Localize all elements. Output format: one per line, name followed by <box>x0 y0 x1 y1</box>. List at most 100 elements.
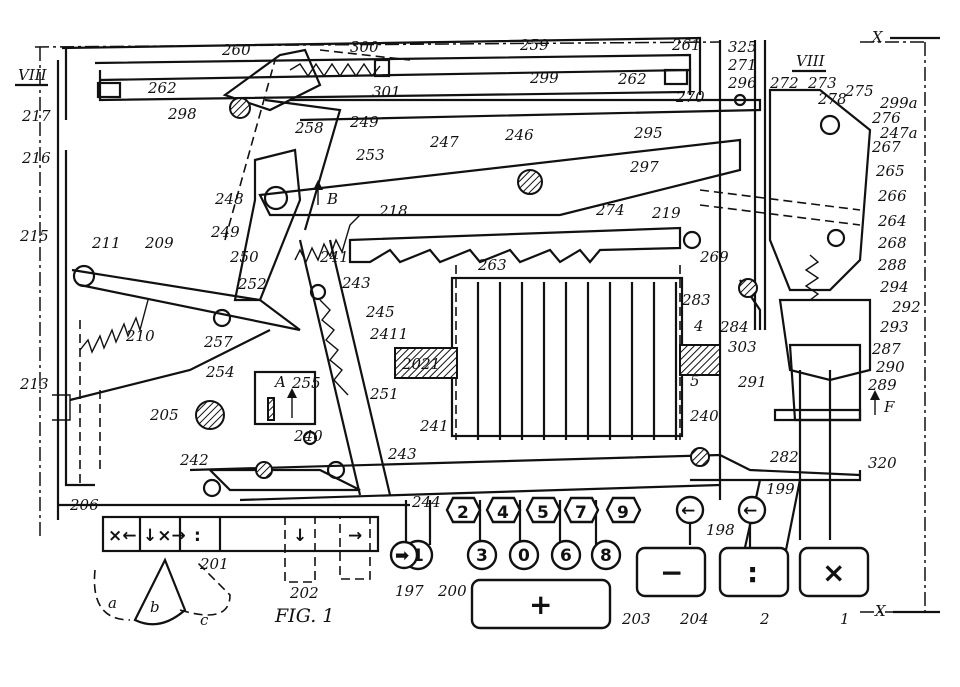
label-213: 213 <box>19 375 49 393</box>
label-4: 4 <box>693 317 704 335</box>
label-283: 283 <box>681 291 711 309</box>
key-8[interactable]: 8 <box>590 539 622 571</box>
label-297: 297 <box>629 158 659 176</box>
label-261: 261 <box>671 36 701 54</box>
label-241b: 241 <box>419 417 449 435</box>
label-255: 255 <box>291 374 321 392</box>
label-254: 254 <box>205 363 235 381</box>
label-262a: 262 <box>147 79 177 97</box>
label-271: 271 <box>727 56 757 74</box>
key-7[interactable]: 7 <box>563 496 600 524</box>
svg-text:7: 7 <box>575 503 587 523</box>
key-6[interactable]: 6 <box>550 539 582 571</box>
strip-cell-5[interactable]: → <box>348 526 362 546</box>
svg-text:←: ← <box>743 501 757 521</box>
key-arrow-left-198[interactable]: ← <box>675 495 705 525</box>
digit-wheel-stack-4 <box>394 265 721 440</box>
section-x-top: X <box>871 28 884 46</box>
label-198: 198 <box>706 521 735 539</box>
key-5[interactable]: 5 <box>525 496 562 524</box>
pivots <box>72 93 846 498</box>
label-206: 206 <box>69 496 99 514</box>
key-2[interactable]: 2 <box>445 496 482 524</box>
label-253: 253 <box>355 146 385 164</box>
label-200: 200 <box>437 582 467 600</box>
label-276: 276 <box>871 109 901 127</box>
svg-text:3: 3 <box>476 546 488 566</box>
label-249a: 249 <box>349 113 379 131</box>
label-264: 264 <box>877 212 907 230</box>
key-9[interactable]: 9 <box>605 496 642 524</box>
label-320: 320 <box>868 454 897 472</box>
label-325: 325 <box>728 38 757 56</box>
label-299a: 299a <box>879 94 918 112</box>
key-multiply[interactable]: × <box>798 546 870 598</box>
selector-knob[interactable] <box>93 557 231 626</box>
label-267: 267 <box>871 138 901 156</box>
label-a: a <box>108 594 117 612</box>
label-2021: 2021 <box>401 355 440 373</box>
label-c: c <box>200 611 209 629</box>
keyboard: 2 4 5 7 9 1 3 0 <box>389 495 870 630</box>
svg-text::: : <box>747 556 758 589</box>
label-268: 268 <box>877 234 907 252</box>
label-1: 1 <box>840 610 850 628</box>
strip-cell-0[interactable]: ×← <box>108 526 137 546</box>
reference-labels: 300 260 259 261 325 271 262 262 301 270 … <box>19 36 921 629</box>
label-272: 272 <box>769 74 799 92</box>
label-247: 247 <box>429 133 459 151</box>
label-296: 296 <box>727 74 757 92</box>
section-viii-left: VIII <box>18 66 48 84</box>
svg-text:8: 8 <box>600 546 612 566</box>
svg-text:−: − <box>660 556 683 589</box>
label-278: 278 <box>817 90 847 108</box>
label-217: 217 <box>21 107 51 125</box>
label-290: 290 <box>875 358 905 376</box>
label-199: 199 <box>766 480 795 498</box>
label-251: 251 <box>369 385 399 403</box>
label-292: 292 <box>891 298 921 316</box>
svg-text:6: 6 <box>560 546 572 566</box>
label-287: 287 <box>871 340 901 358</box>
key-minus[interactable]: − <box>635 546 707 598</box>
selector-strip: ×← ↓×→ : ↓ → <box>101 515 380 583</box>
label-215: 215 <box>19 227 49 245</box>
label-211: 211 <box>91 234 121 252</box>
label-203: 203 <box>621 610 651 628</box>
label-241a: 241 <box>319 248 349 266</box>
svg-text:9: 9 <box>617 503 629 523</box>
label-282: 282 <box>769 448 799 466</box>
label-b: b <box>150 598 160 616</box>
key-divide[interactable]: : <box>718 546 790 598</box>
label-202: 202 <box>289 584 319 602</box>
strip-cell-1[interactable]: ↓×→ <box>143 526 186 546</box>
label-291: 291 <box>737 373 767 391</box>
key-4[interactable]: 4 <box>485 496 522 524</box>
key-0[interactable]: 0 <box>508 539 540 571</box>
label-2: 2 <box>759 610 770 628</box>
slider-plate-254 <box>253 370 317 426</box>
key-arrow-right[interactable]: ➡ <box>389 540 419 570</box>
label-259: 259 <box>519 36 549 54</box>
key-3[interactable]: 3 <box>466 539 498 571</box>
strip-cell-2[interactable]: : <box>194 526 201 546</box>
svg-text:×: × <box>822 556 845 589</box>
key-arrow-left-199[interactable]: ← <box>737 495 767 525</box>
label-247a: 247a <box>879 124 918 142</box>
label-258: 258 <box>294 119 324 137</box>
label-275: 275 <box>844 82 874 100</box>
label-263: 263 <box>477 256 507 274</box>
label-201: 201 <box>199 555 229 573</box>
label-219: 219 <box>651 204 681 222</box>
strip-cell-4[interactable]: ↓ <box>293 526 307 546</box>
label-289: 289 <box>867 376 897 394</box>
label-204: 204 <box>679 610 709 628</box>
label-A: A <box>273 373 286 391</box>
springs <box>79 214 820 396</box>
svg-text:4: 4 <box>497 503 509 523</box>
label-293: 293 <box>879 318 909 336</box>
label-218: 218 <box>378 202 408 220</box>
key-plus[interactable]: + <box>470 578 612 630</box>
section-x-bottom: X <box>874 602 887 620</box>
